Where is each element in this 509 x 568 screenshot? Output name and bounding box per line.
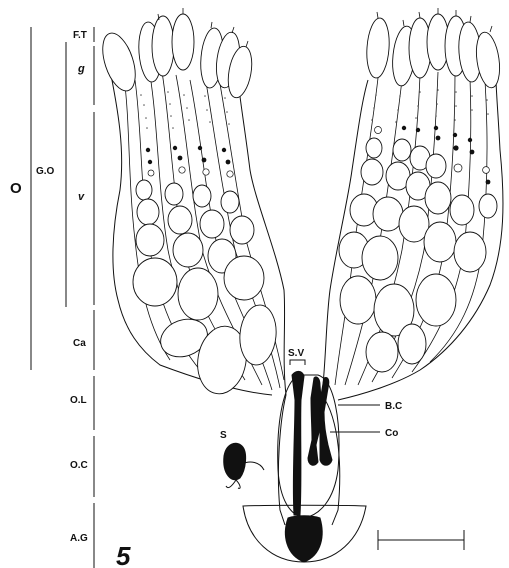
label-v: v [78, 191, 85, 203]
common-oviduct [278, 360, 380, 525]
sv-bracket [290, 360, 305, 365]
label-oc: O.C [70, 460, 88, 471]
label-ca: Ca [73, 338, 86, 349]
label-ol: O.L [70, 395, 87, 406]
region-labels: O G.O F.T g v Ca O.L O.C A.G [10, 30, 88, 544]
left-germarium-stipple [140, 91, 230, 129]
bursa-copulatrix [278, 375, 339, 518]
label-go: G.O [36, 166, 55, 177]
label-ag: A.G [70, 533, 88, 544]
seminal-vesicle [292, 371, 304, 515]
left-ovary [96, 8, 286, 398]
spermatheca-tail [226, 480, 240, 488]
right-developing-oocytes [339, 138, 497, 372]
label-s: S [220, 430, 227, 441]
accessory-gland-core [285, 516, 322, 562]
accessory-gland [243, 505, 366, 562]
label-ft: F.T [73, 30, 87, 41]
spermatheca [224, 443, 264, 488]
label-sv: S.V [288, 348, 304, 359]
label-g: g [77, 63, 85, 75]
scale-bar [378, 530, 464, 550]
figure-number: 5 [116, 541, 131, 568]
right-terminal-filaments [365, 8, 503, 89]
label-bc: B.C [385, 401, 402, 412]
label-o: O [10, 180, 22, 197]
left-terminal-filaments [96, 8, 255, 100]
spermatheca-body [224, 443, 246, 480]
right-ovary [322, 8, 503, 400]
left-small-oocytes [146, 146, 233, 177]
left-developing-oocytes [133, 180, 279, 398]
region-brackets [31, 27, 94, 568]
collaterial-gland-right [320, 377, 332, 465]
label-co: Co [385, 428, 398, 439]
